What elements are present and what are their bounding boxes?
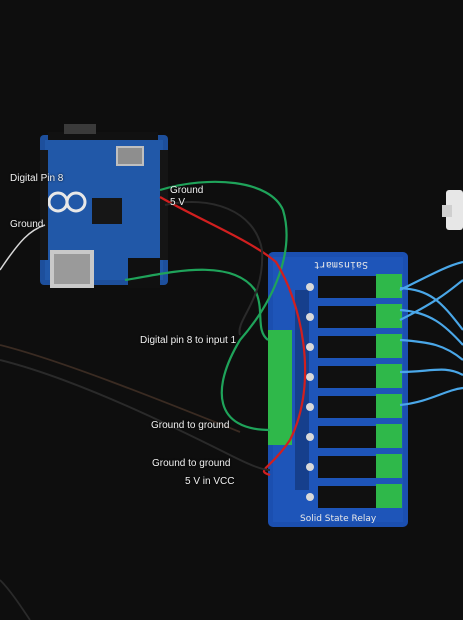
black-wire-3: [0, 344, 241, 433]
relay-led: [306, 493, 314, 501]
relay-led: [306, 403, 314, 411]
relay-modules: [306, 274, 402, 508]
white-wire: [0, 224, 46, 271]
blue-wires: [399, 260, 463, 407]
white-connector: [442, 190, 463, 230]
relay-led: [306, 433, 314, 441]
relay-module: [318, 426, 378, 448]
board-product: Solid State Relay: [300, 514, 377, 524]
relay-led: [306, 373, 314, 381]
green-wire: [159, 180, 288, 432]
relay-led: [306, 343, 314, 351]
label-ground-left: Ground: [10, 219, 44, 230]
label-digital-pin: Digital Pin 8: [10, 173, 64, 184]
relay-led: [306, 463, 314, 471]
relay-module: [318, 456, 378, 478]
relay-led: [306, 313, 314, 321]
relay-terminal-block: [376, 484, 402, 508]
label-ground-to-ground-1: Ground to ground: [151, 420, 230, 431]
relay-module: [318, 276, 378, 298]
relay-terminal-block: [376, 394, 402, 418]
label-digital-pin-to-input: Digital pin 8 to input 1: [140, 335, 237, 346]
board-brand: Sainsmart: [314, 259, 368, 270]
relay-module: [318, 396, 378, 418]
red-wire: [159, 196, 307, 477]
relay-led: [306, 283, 314, 291]
relay-terminal-block: [376, 454, 402, 478]
relay-terminal-block: [376, 364, 402, 388]
label-5v-in-vcc: 5 V in VCC: [185, 476, 235, 487]
black-wire-4: [0, 579, 31, 620]
relay-module: [318, 336, 378, 358]
relay-module: [318, 366, 378, 388]
relay-terminal-block: [376, 334, 402, 358]
relay-terminal-block: [376, 424, 402, 448]
relay-module: [318, 486, 378, 508]
relay-terminal-block: [376, 304, 402, 328]
green-wire-2: [124, 268, 269, 341]
relay-terminal-block: [376, 274, 402, 298]
black-wire: [164, 201, 264, 336]
relay-module: [318, 306, 378, 328]
label-ground-right: Ground: [170, 185, 204, 196]
label-ground-to-ground-2: Ground to ground: [152, 458, 231, 469]
black-wire-2: [0, 359, 271, 471]
arduino-board: [40, 124, 168, 288]
label-5v: 5 V: [170, 197, 186, 208]
